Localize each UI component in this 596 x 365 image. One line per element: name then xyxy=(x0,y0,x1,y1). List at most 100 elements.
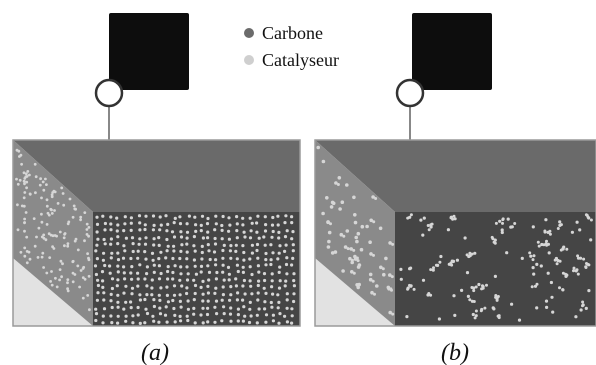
catalyst-particle xyxy=(101,279,105,283)
catalyst-particle xyxy=(243,235,247,239)
catalyst-particle xyxy=(102,291,106,295)
catalyst-particle xyxy=(236,319,240,323)
catalyst-particle xyxy=(199,285,203,289)
catalyst-particle xyxy=(138,237,142,241)
catalyst-particle xyxy=(152,304,156,309)
catalyst-particle xyxy=(529,254,533,258)
catalyst-particle xyxy=(543,229,547,233)
catalyst-particle xyxy=(371,279,375,283)
catalyst-particle xyxy=(158,306,162,310)
catalyst-particle xyxy=(23,217,26,221)
catalyst-particle xyxy=(531,266,535,270)
catalyst-particle xyxy=(229,293,233,297)
catalyst-particle xyxy=(248,307,252,311)
catalyst-particle xyxy=(449,262,453,266)
catalyst-particle xyxy=(255,321,259,325)
catalyst-particle xyxy=(166,269,170,274)
catalyst-particle xyxy=(79,269,83,272)
catalyst-particle xyxy=(466,294,470,298)
catalyst-particle xyxy=(565,247,569,251)
catalyst-particle xyxy=(350,260,355,265)
catalyst-particle xyxy=(229,319,233,323)
catalyst-particle xyxy=(136,256,140,260)
catalyst-particle xyxy=(370,290,374,295)
catalyst-particle xyxy=(178,314,182,318)
catalyst-particle xyxy=(157,277,162,281)
catalyst-particle xyxy=(290,314,294,318)
catalyst-particle xyxy=(94,312,99,316)
catalyst-particle xyxy=(379,265,383,270)
catalyst-particle xyxy=(576,272,580,276)
catalyst-particle xyxy=(291,243,295,247)
catalyst-particle xyxy=(94,272,98,277)
catalyst-particle xyxy=(248,279,252,283)
catalyst-particle xyxy=(353,213,357,217)
catalyst-particle xyxy=(136,284,140,288)
panel-b-bottom-wedge xyxy=(315,258,395,326)
catalyst-particle xyxy=(406,216,410,220)
catalyst-particle xyxy=(555,262,559,266)
catalyst-particle xyxy=(40,255,44,259)
catalyst-particle xyxy=(129,228,133,232)
catalyst-particle xyxy=(143,242,148,246)
catalyst-particle xyxy=(242,230,246,234)
catalyst-particle xyxy=(180,243,184,247)
panel-b-side-particles xyxy=(316,145,395,316)
catalyst-particle xyxy=(408,283,411,287)
catalyst-particle xyxy=(276,293,280,297)
catalyst-particle xyxy=(369,218,374,223)
catalyst-particle xyxy=(25,235,29,239)
catalyst-particle xyxy=(285,229,289,233)
catalyst-particle xyxy=(23,191,27,194)
catalyst-particle xyxy=(386,285,391,290)
catalyst-particle xyxy=(152,237,156,241)
catalyst-particle xyxy=(346,247,350,251)
catalyst-particle xyxy=(73,207,77,211)
catalyst-particle xyxy=(256,298,260,302)
catalyst-particle xyxy=(33,244,37,248)
catalyst-particle xyxy=(391,312,395,316)
catalyst-particle xyxy=(66,242,70,246)
catalyst-particle xyxy=(235,215,239,219)
panel-b-magnified-view xyxy=(412,13,492,90)
catalyst-particle xyxy=(187,214,191,218)
catalyst-particle xyxy=(101,285,105,289)
catalyst-particle xyxy=(578,228,582,232)
catalyst-particle xyxy=(492,240,496,244)
catalyst-particle xyxy=(235,222,239,226)
catalyst-particle xyxy=(356,231,361,236)
catalyst-particle xyxy=(35,235,38,239)
catalyst-particle xyxy=(109,314,113,318)
catalyst-particle xyxy=(22,171,26,175)
catalyst-particle xyxy=(87,234,90,238)
catalyst-particle xyxy=(157,257,161,261)
catalyst-particle xyxy=(271,319,275,323)
catalyst-particle xyxy=(186,272,190,276)
catalyst-particle xyxy=(285,256,289,260)
catalyst-particle xyxy=(109,256,113,260)
catalyst-particle xyxy=(28,257,32,261)
catalyst-particle xyxy=(193,264,197,268)
catalyst-particle xyxy=(66,278,70,281)
catalyst-particle xyxy=(276,306,280,310)
catalyst-particle xyxy=(214,263,218,267)
catalyst-particle xyxy=(48,256,52,259)
catalyst-particle xyxy=(79,215,83,219)
catalyst-particle xyxy=(36,256,40,259)
catalyst-particle xyxy=(214,286,218,290)
catalyst-particle xyxy=(173,216,177,220)
catalyst-particle xyxy=(170,230,175,234)
catalyst-particle xyxy=(145,284,149,288)
catalyst-particle xyxy=(256,283,260,288)
catalyst-particle xyxy=(270,285,274,289)
catalyst-particle xyxy=(185,250,189,254)
catalyst-particle xyxy=(221,248,225,253)
catalyst-particle xyxy=(67,220,71,224)
legend-catalyseur-marker xyxy=(244,55,254,65)
catalyst-particle xyxy=(221,270,225,274)
catalyst-particle xyxy=(572,266,576,270)
catalyst-particle xyxy=(143,321,147,325)
catalyst-particle xyxy=(405,315,409,319)
catalyst-particle xyxy=(129,271,133,275)
catalyst-particle xyxy=(102,251,106,255)
